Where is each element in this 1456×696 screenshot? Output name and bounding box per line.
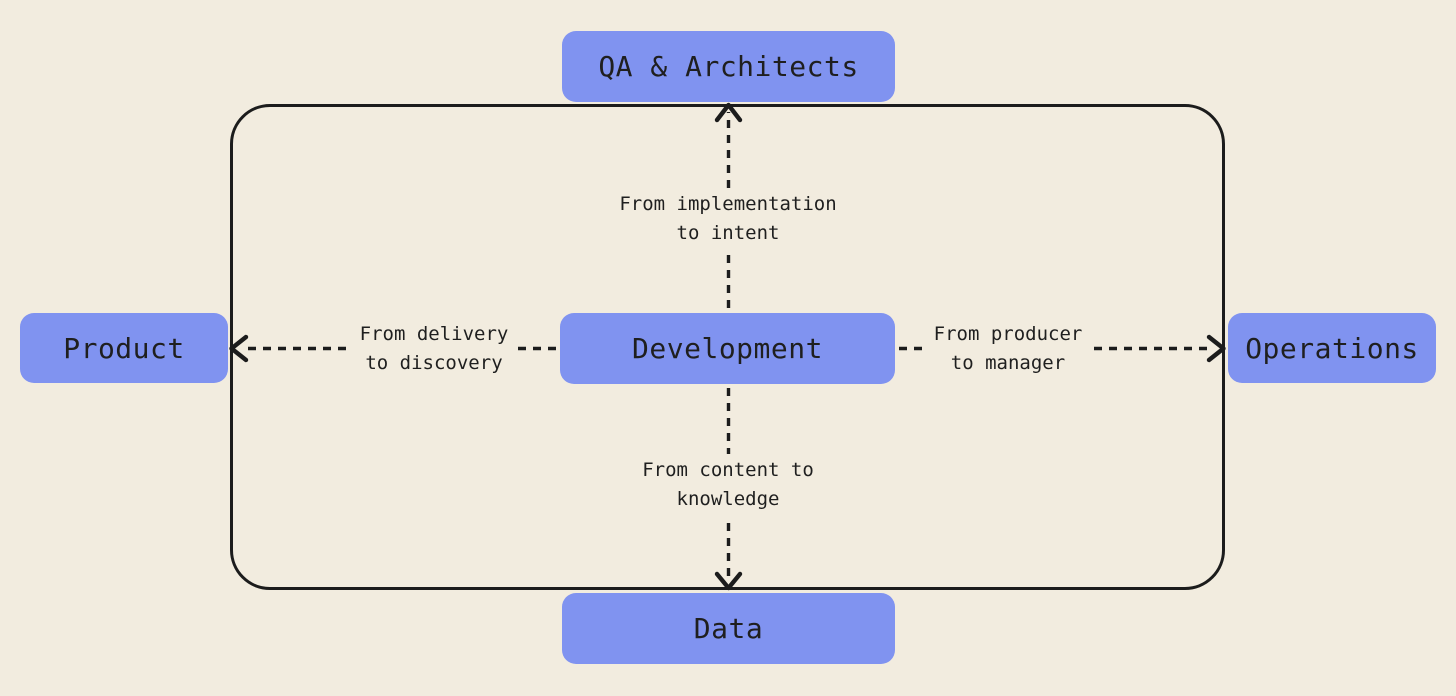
edge-label-line: to discovery — [365, 352, 503, 374]
edge-label-implementation-to-intent: From implementation to intent — [611, 188, 845, 250]
node-operations-label: Operations — [1245, 331, 1419, 365]
node-qa-architects-label: QA & Architects — [598, 50, 859, 83]
node-operations: Operations — [1228, 313, 1436, 383]
edge-label-line: From content to — [642, 459, 814, 481]
node-product-label: Product — [63, 331, 185, 365]
node-development-label: Development — [632, 332, 823, 365]
node-development: Development — [560, 313, 895, 384]
edge-label-producer-to-manager: From producer to manager — [925, 318, 1091, 380]
edge-label-line: From implementation — [619, 193, 837, 215]
edge-label-line: to intent — [676, 222, 780, 244]
node-product: Product — [20, 313, 228, 383]
node-qa-architects: QA & Architects — [562, 31, 895, 102]
edge-label-line: knowledge — [676, 488, 780, 510]
edge-label-line: to manager — [950, 352, 1066, 374]
edge-label-delivery-to-discovery: From delivery to discovery — [351, 318, 517, 380]
edge-label-content-to-knowledge: From content to knowledge — [634, 454, 822, 516]
edge-label-line: From delivery — [359, 323, 509, 345]
edge-label-line: From producer — [933, 323, 1083, 345]
node-data-label: Data — [693, 612, 764, 645]
node-data: Data — [562, 593, 895, 664]
